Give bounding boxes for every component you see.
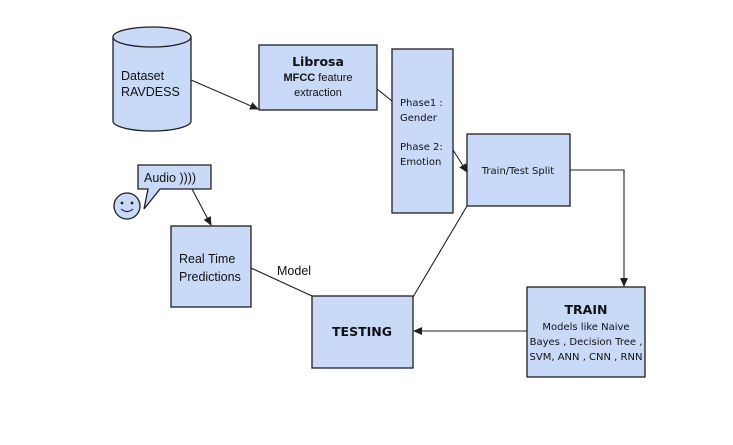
testing-node: TESTING [311,295,414,369]
realtime-line2: Predictions [179,270,241,284]
phase1-label: Phase1 : [400,98,443,109]
split-label: Train/Test Split [481,166,554,177]
librosa-feature: feature [315,72,352,84]
dataset-cylinder: Dataset RAVDESS [112,26,192,132]
testing-label: TESTING [332,324,392,339]
train-node: TRAIN Models like Naive Bayes , Decision… [526,286,646,378]
smiley-face-icon [113,192,141,220]
phase1-value: Gender [400,113,438,124]
edge-split-to-train [570,169,628,287]
audio-label: Audio )))) [144,171,196,185]
librosa-line2: MFCC feature [283,72,352,84]
train-test-split-node: Train/Test Split [466,133,571,207]
edge-phases-to-split [452,149,468,173]
edge-split-to-testing [412,205,468,298]
train-line2: Bayes , Decision Tree , [530,337,643,348]
edge-label-model: Model [277,264,311,278]
edge-testing-to-realtime [250,267,313,297]
train-line3: SVM, ANN , CNN , RNN [530,352,643,363]
phase2-value: Emotion [400,157,441,168]
librosa-title: Librosa [292,54,344,69]
dataset-label-line2: RAVDESS [121,85,180,99]
edge-librosa-to-phases [376,88,393,102]
train-line1: Models like Naive [542,322,629,333]
librosa-node: Librosa MFCC feature extraction [258,44,378,111]
train-title: TRAIN [565,302,608,317]
phases-node: Phase1 : Gender Phase 2: Emotion [391,48,454,214]
realtime-predictions-node: Real Time Predictions [170,225,252,308]
edge-dataset-to-librosa [190,79,259,110]
audio-speech-bubble: Audio )))) [137,164,212,210]
edge-audio-to-realtime [191,188,212,226]
realtime-line1: Real Time [179,252,235,266]
phase2-label: Phase 2: [400,142,443,153]
librosa-mfcc: MFCC [283,72,315,84]
librosa-line3: extraction [294,87,342,99]
dataset-label-line1: Dataset [121,69,165,83]
